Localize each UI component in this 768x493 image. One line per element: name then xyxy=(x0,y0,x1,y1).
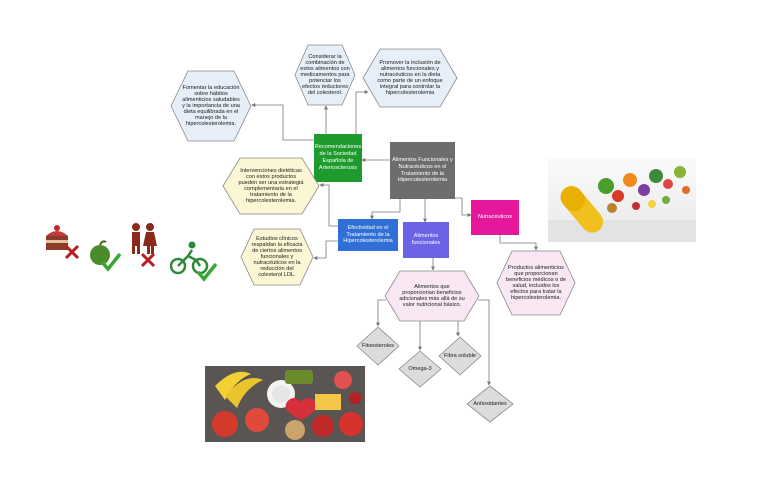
hex-estudios[interactable]: Estudios clínicos respaldan la eficacia … xyxy=(240,228,314,286)
line-def-fitoesteroles xyxy=(376,299,386,327)
cake-icon xyxy=(42,222,72,254)
couple-icon xyxy=(126,222,160,256)
line-efec-estudios xyxy=(313,240,338,260)
node-center-label: Alimentos Funcionales y Nutracéuticos en… xyxy=(392,156,453,184)
diamond-fitoesteroles[interactable]: Fitoesteroles xyxy=(356,326,400,366)
hex-intervenciones-label: Intervenciones dietéticas con estos prod… xyxy=(238,168,304,204)
diamond-antioxidantes[interactable]: Antioxidantes xyxy=(466,385,514,423)
node-funcionales-label: Alimentos funcionales xyxy=(411,233,441,246)
hex-promover-label: Promover la inclusión de alimentos funci… xyxy=(377,60,443,96)
line-rec-promover xyxy=(355,90,369,134)
hex-considerar[interactable]: Considerar la combinación de estos alime… xyxy=(294,44,356,106)
hex-considerar-label: Considerar la combinación de estos alime… xyxy=(300,54,350,96)
diamond-omega3-label: Omega-3 xyxy=(408,366,432,372)
diamond-antioxidantes-label: Antioxidantes xyxy=(473,401,507,407)
node-nutraceuticos-label: Nutracéuticos xyxy=(477,214,513,221)
node-nutraceuticos[interactable]: Nutracéuticos xyxy=(471,200,519,235)
healthy-food-photo xyxy=(205,366,365,442)
hex-alimentos-def[interactable]: Alimentos que proporcionan beneficios ad… xyxy=(384,270,480,322)
hex-productos-label: Productos alimenticios que proporcionan … xyxy=(506,265,567,301)
hex-productos[interactable]: Productos alimenticios que proporcionan … xyxy=(496,250,576,316)
apple-icon xyxy=(88,240,112,266)
diamond-omega3[interactable]: Omega-3 xyxy=(398,350,442,388)
node-center[interactable]: Alimentos Funcionales y Nutracéuticos en… xyxy=(390,142,455,199)
node-efectividad-label: Efectividad en el Tratamiento de la Hipe… xyxy=(343,224,393,245)
hex-fomentar-label: Fomentar la educación sobre hábitos alim… xyxy=(182,85,240,127)
node-recomendaciones-label: Recomendaciones de la Sociedad Española … xyxy=(314,144,362,171)
check-icon xyxy=(196,262,218,282)
node-recomendaciones[interactable]: Recomendaciones de la Sociedad Española … xyxy=(314,134,362,182)
hex-alimentos-def-label: Alimentos que proporcionan beneficios ad… xyxy=(399,284,465,308)
node-funcionales[interactable]: Alimentos funcionales xyxy=(403,222,449,258)
cross-icon xyxy=(140,252,156,268)
diamond-fitoesteroles-label: Fitoesteroles xyxy=(361,343,395,349)
hex-intervenciones[interactable]: Intervenciones dietéticas con estos prod… xyxy=(222,157,320,215)
line-efec-intervenciones xyxy=(319,183,338,227)
line-nutra-productos xyxy=(499,235,538,251)
pills-vegetables-photo xyxy=(548,158,696,242)
cross-icon xyxy=(64,244,80,260)
hex-estudios-label: Estudios clínicos respaldan la eficacia … xyxy=(251,236,303,278)
line-def-antioxidantes xyxy=(478,299,491,386)
line-center-efectividad xyxy=(370,199,401,220)
line-rec-fomentar xyxy=(251,103,314,141)
node-efectividad[interactable]: Efectividad en el Tratamiento de la Hipe… xyxy=(338,219,398,251)
check-icon xyxy=(100,252,122,272)
diamond-fibra[interactable]: Fibra soluble xyxy=(438,336,482,376)
line-center-nutraceuticos xyxy=(455,197,472,217)
hex-fomentar[interactable]: Fomentar la educación sobre hábitos alim… xyxy=(170,70,252,142)
hex-promover[interactable]: Promover la inclusión de alimentos funci… xyxy=(362,48,458,108)
diamond-fibra-label: Fibra soluble xyxy=(443,353,477,359)
